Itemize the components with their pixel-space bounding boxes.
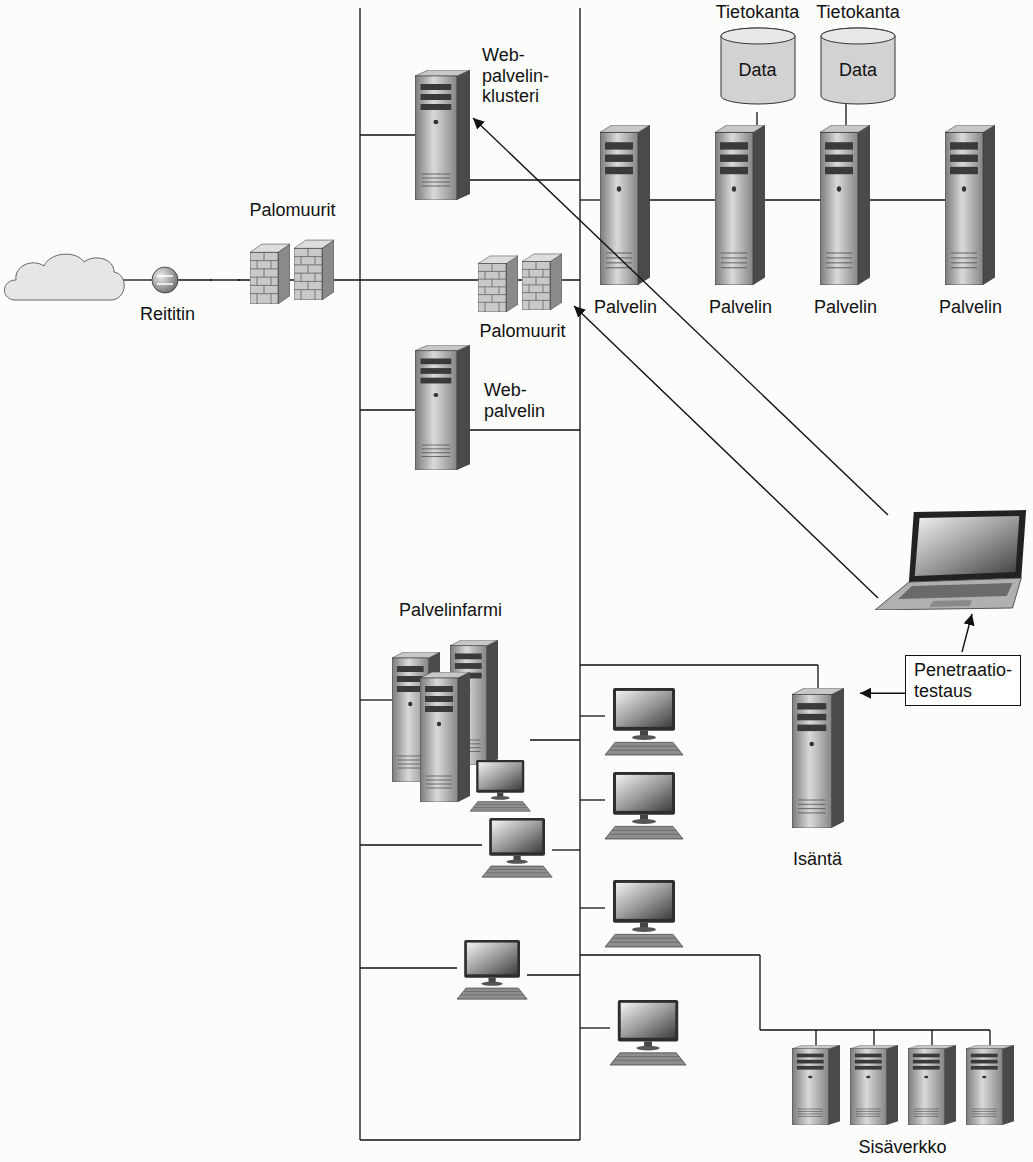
node-label: Palvelin [592, 297, 659, 318]
database-cylinder: Data [720, 27, 796, 105]
test-arrows [473, 118, 972, 652]
monitor-icon [482, 818, 552, 877]
database-label: Data [736, 60, 778, 81]
server-icon [415, 345, 470, 470]
database-heading: Tietokanta [814, 2, 901, 23]
server-icon [715, 125, 765, 285]
server-icon [415, 70, 470, 200]
internet-cloud [4, 254, 124, 300]
node-label: Web- palvelin [482, 380, 547, 421]
firewall-icon [294, 240, 334, 300]
monitor-icon [610, 1000, 686, 1065]
server-icon [850, 1045, 898, 1125]
host-node: Isäntä [775, 680, 860, 870]
server-icon [600, 125, 650, 285]
node-label: Palvelin [937, 297, 1004, 318]
node-label: Palvelin [812, 297, 879, 318]
laptop-icon [875, 510, 1026, 610]
server-icon [420, 672, 470, 802]
server-node: Palvelin [588, 125, 663, 318]
node-label: Palomuurit [477, 321, 567, 342]
node-label: Isäntä [791, 849, 844, 870]
database-cylinder: Data [820, 27, 896, 105]
server-icon [966, 1045, 1014, 1125]
router-icon [152, 267, 178, 293]
server-node: Palvelin [703, 125, 778, 318]
database-heading: Tietokanta [714, 2, 801, 23]
server-icon [792, 688, 844, 828]
process-box: Penetraatio- testaus [905, 655, 1021, 706]
monitor-icon [605, 880, 683, 947]
node-label: Web- palvelin- klusteri [480, 45, 551, 107]
firewall-icon [250, 244, 290, 304]
firewall-node: Palomuurit [240, 200, 345, 325]
node-label: Reititin [138, 304, 197, 325]
monitor-icon [457, 940, 527, 999]
web-server-node: Web- palvelin [410, 345, 555, 470]
server-cluster-node: Web- palvelin- klusteri [410, 40, 575, 200]
router-node: Reititin [125, 235, 210, 325]
node-label: Palomuurit [247, 200, 337, 221]
node-label: Penetraatio- testaus [912, 660, 1014, 701]
node-label: Sisäverkko [856, 1137, 948, 1158]
monitor-icon [470, 760, 530, 811]
server-node: Palvelin [808, 125, 883, 318]
server-icon [820, 125, 870, 285]
monitor-icon [605, 688, 683, 755]
server-farm-node: Palvelinfarmi [385, 600, 535, 810]
server-icon [908, 1045, 956, 1125]
monitor-icon [605, 772, 683, 839]
firewall-icon [522, 254, 562, 310]
connector [210, 279, 240, 280]
network-wires [120, 8, 990, 1140]
server-node: Palvelin [933, 125, 1008, 318]
connector [860, 692, 905, 693]
node-label: Palvelin [707, 297, 774, 318]
internal-network-node: Sisäverkko [780, 1040, 1025, 1158]
database-node: TietokantaData [808, 2, 908, 114]
database-label: Data [837, 60, 879, 81]
firewall-icon [478, 256, 518, 312]
server-icon [945, 125, 995, 285]
database-node: TietokantaData [710, 2, 805, 114]
firewall-node: Palomuurit [470, 250, 575, 342]
server-icon [792, 1045, 840, 1125]
node-label: Palvelinfarmi [397, 600, 504, 621]
